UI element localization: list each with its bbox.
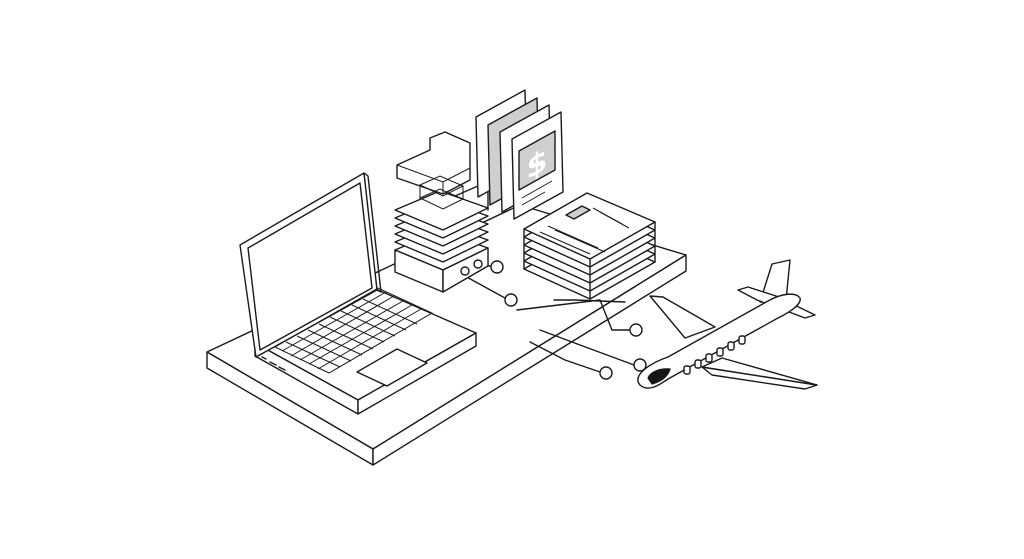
- server-port-icon: [460, 266, 470, 276]
- laptop: [239, 172, 477, 415]
- paper-stack: [523, 192, 656, 300]
- passenger-windows: [683, 335, 746, 375]
- server-port-icon: [473, 259, 483, 269]
- cockpit-window-icon: [647, 368, 671, 385]
- server-stack: [394, 131, 489, 293]
- invoice-documents: $: [475, 89, 564, 220]
- trackpad: [356, 348, 428, 387]
- laptop-screen: [247, 182, 373, 351]
- keyboard: [273, 287, 434, 374]
- circuit-traces: [462, 260, 647, 380]
- dollar-sign-icon: $: [527, 141, 548, 188]
- airplane: [637, 259, 818, 390]
